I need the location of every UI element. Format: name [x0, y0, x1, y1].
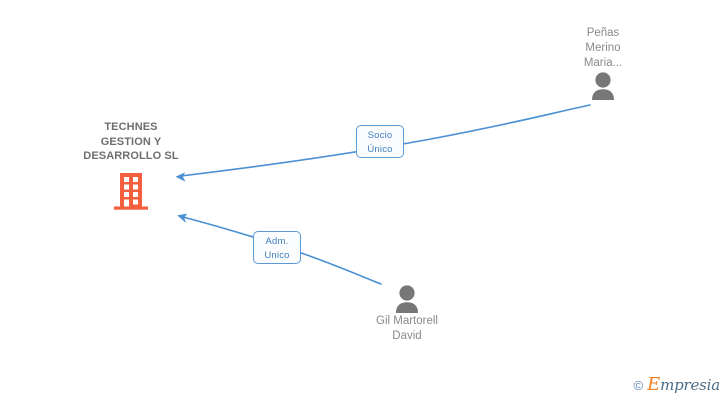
arrowhead-adm-unico	[177, 213, 188, 223]
copyright-icon: ©	[633, 377, 644, 393]
person-icon-wrap-top	[545, 71, 661, 101]
building-icon	[114, 172, 148, 210]
brand-rest: mpresia	[660, 376, 720, 394]
person-node-bottom[interactable]: Gil Martorell David	[349, 284, 465, 344]
relation-label-socio-unico[interactable]: Socio Único	[356, 125, 404, 158]
company-node[interactable]: TECHNES GESTION Y DESARROLLO SL	[56, 120, 206, 211]
company-icon-wrap	[56, 171, 206, 211]
empresia-watermark: © Empresia	[633, 376, 721, 394]
company-name-label: TECHNES GESTION Y DESARROLLO SL	[83, 121, 179, 163]
brand-wordmark: Empresia	[647, 376, 720, 394]
brand-initial: E	[647, 374, 661, 395]
arrowhead-socio-unico	[175, 172, 186, 182]
edge-adm-unico	[182, 216, 382, 285]
person-icon	[592, 72, 614, 100]
person-icon-wrap-bottom	[349, 284, 465, 314]
edge-socio-unico	[180, 104, 591, 177]
person-icon	[396, 285, 418, 313]
person-name-label-bottom: Gil Martorell David	[376, 315, 438, 342]
relation-label-adm-unico[interactable]: Adm. Unico	[253, 231, 301, 264]
person-node-top[interactable]: Peñas Merino Maria...	[545, 26, 661, 101]
person-name-label-top: Peñas Merino Maria...	[583, 27, 623, 69]
